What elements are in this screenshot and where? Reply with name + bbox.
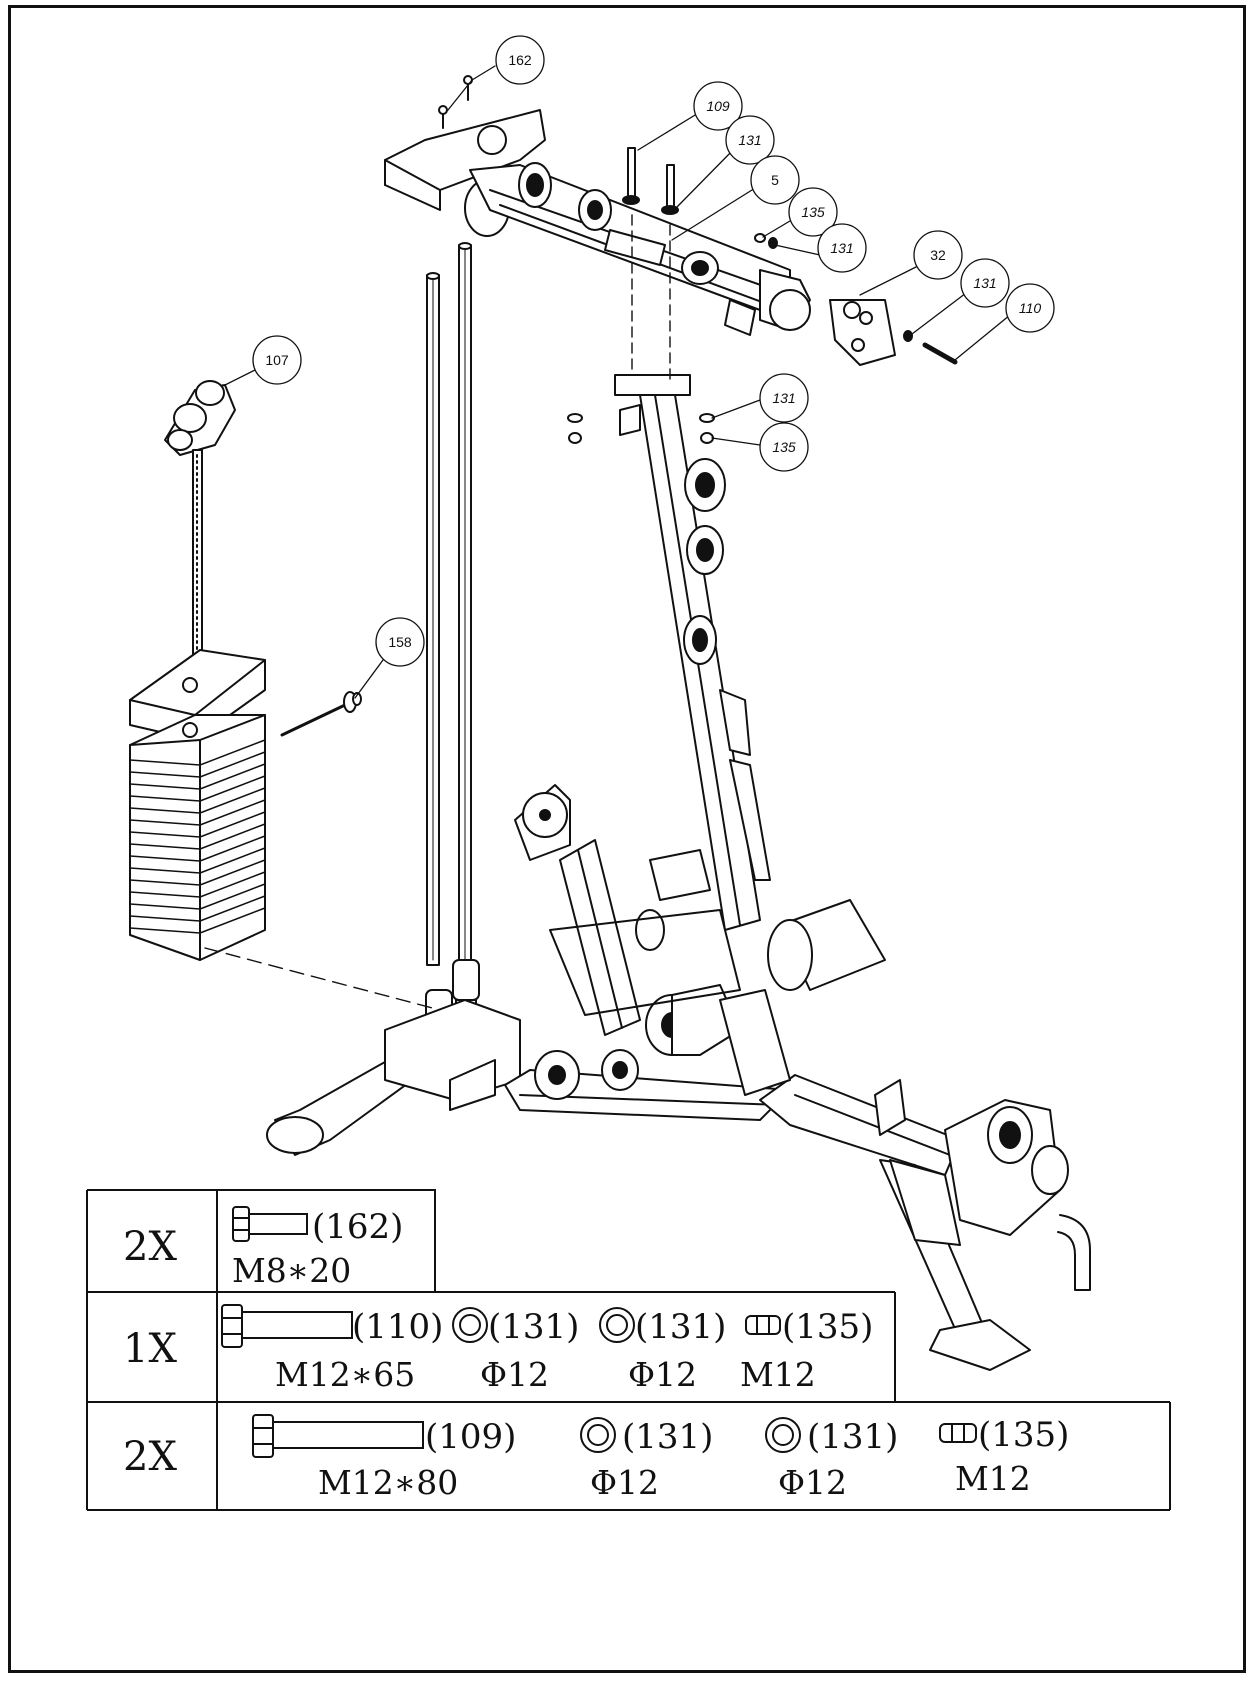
callout-131a-label: 131 bbox=[738, 132, 761, 148]
callout-5: 5 bbox=[750, 155, 800, 205]
row-2-washer-1-size: Φ12 bbox=[480, 1355, 549, 1394]
row-1-size: M8∗20 bbox=[232, 1251, 351, 1290]
page-frame bbox=[8, 5, 1246, 1673]
callout-32-label: 32 bbox=[930, 247, 946, 263]
row-3-bolt-part: (109) bbox=[425, 1417, 516, 1457]
callout-162: 162 bbox=[495, 35, 545, 85]
row-1-part: (162) bbox=[312, 1207, 403, 1247]
callout-107-label: 107 bbox=[265, 352, 289, 368]
callout-109-label: 109 bbox=[706, 98, 730, 114]
callout-135b: 135 bbox=[759, 422, 809, 472]
callout-110-label: 110 bbox=[1019, 300, 1042, 316]
hardware-row-3: 2X (109) M12∗80 (131) Φ12 (131) Φ12 (135… bbox=[123, 1414, 1069, 1502]
hardware-row-2: 1X (110) M12∗65 (131) Φ12 (131) Φ12 (135… bbox=[123, 1304, 873, 1394]
row-3-washer-2-size: Φ12 bbox=[778, 1463, 847, 1502]
row-3-bolt-size: M12∗80 bbox=[318, 1463, 458, 1502]
center-column bbox=[567, 214, 771, 931]
washer-131-icon bbox=[452, 1307, 488, 1343]
bolt-162-icon bbox=[232, 1206, 308, 1242]
row-3-qty: 2X bbox=[123, 1434, 177, 1480]
row-3-washer-1-part: (131) bbox=[622, 1417, 713, 1457]
leader-lines bbox=[224, 65, 1011, 699]
row-2-nut-part: (135) bbox=[782, 1307, 873, 1347]
callout-109: 109 bbox=[693, 81, 743, 131]
bolt-109-icon bbox=[252, 1414, 424, 1458]
callout-131a: 131 bbox=[725, 115, 775, 165]
row-2-washer-1-part: (131) bbox=[488, 1307, 579, 1347]
callout-135a: 135 bbox=[788, 187, 838, 237]
base-frame bbox=[266, 999, 1091, 1371]
callout-135a-label: 135 bbox=[801, 204, 825, 220]
row-2-qty: 1X bbox=[123, 1326, 177, 1372]
callout-131b-label: 131 bbox=[830, 240, 853, 256]
callout-131d: 131 bbox=[759, 373, 809, 423]
washer-131-icon bbox=[599, 1307, 635, 1343]
row-1-qty: 2X bbox=[123, 1224, 177, 1270]
row-2-bolt-part: (110) bbox=[352, 1307, 443, 1347]
callout-32: 32 bbox=[913, 230, 963, 280]
row-2-washer-2-size: Φ12 bbox=[628, 1355, 697, 1394]
washer-131-icon bbox=[580, 1417, 616, 1453]
callout-135b-label: 135 bbox=[772, 439, 796, 455]
leg-extension-arm bbox=[514, 784, 886, 1100]
callout-131d-label: 131 bbox=[772, 390, 795, 406]
callout-162-label: 162 bbox=[508, 52, 532, 68]
hardware-row-1: 2X (162) M8∗20 bbox=[123, 1206, 403, 1290]
bolt-110-icon bbox=[221, 1304, 353, 1348]
callout-110: 110 bbox=[1005, 283, 1055, 333]
callout-158-label: 158 bbox=[388, 634, 412, 650]
callout-131c: 131 bbox=[960, 258, 1010, 308]
row-3-nut-size: M12 bbox=[955, 1459, 1031, 1498]
weight-stack bbox=[129, 380, 441, 1011]
row-2-bolt-size: M12∗65 bbox=[275, 1355, 415, 1394]
callout-131c-label: 131 bbox=[973, 275, 996, 291]
nut-135-icon bbox=[745, 1315, 781, 1335]
row-3-nut-part: (135) bbox=[978, 1415, 1069, 1455]
row-2-washer-2-part: (131) bbox=[635, 1307, 726, 1347]
row-3-washer-1-size: Φ12 bbox=[590, 1463, 659, 1502]
hardware-table-grid bbox=[86, 1189, 1171, 1511]
top-boom-assembly bbox=[384, 75, 811, 336]
callouts: 162 109 131 5 135 131 32 131 110 107 131… bbox=[252, 35, 1055, 667]
row-3-washer-2-part: (131) bbox=[807, 1417, 898, 1457]
row-2-nut-size: M12 bbox=[740, 1355, 816, 1394]
washer-131-icon bbox=[765, 1417, 801, 1453]
nut-135-icon bbox=[939, 1423, 977, 1443]
pulley-bracket-32 bbox=[829, 299, 958, 366]
callout-107: 107 bbox=[252, 335, 302, 385]
callout-5-label: 5 bbox=[771, 172, 779, 188]
callout-131b: 131 bbox=[817, 223, 867, 273]
callout-158: 158 bbox=[375, 617, 425, 667]
